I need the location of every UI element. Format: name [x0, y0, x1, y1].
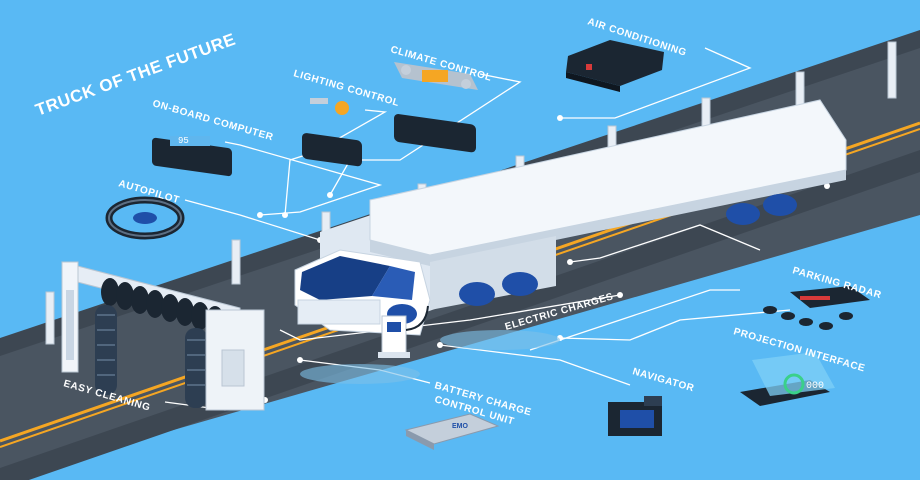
- label-on-board-computer: ON-BOARD COMPUTER: [151, 98, 275, 143]
- parking-radar-kit: [763, 286, 870, 330]
- computer-readout: 95: [178, 136, 189, 146]
- electric-truck: [294, 99, 847, 384]
- battery-brand: EMO: [452, 423, 469, 430]
- label-navigator: NAVIGATOR: [631, 366, 695, 394]
- battery-charge-control-unit: EMO: [404, 413, 500, 450]
- page-title: TRUCK OF THE FUTURE: [33, 30, 238, 120]
- climate-control-panel: [394, 62, 478, 153]
- air-conditioning-unit: [566, 40, 664, 92]
- charging-station: [378, 305, 429, 358]
- navigator-device: [608, 396, 662, 436]
- car-wash-station: [61, 261, 265, 411]
- autopilot-steering-wheel: [105, 196, 185, 240]
- projection-readout: 000: [806, 381, 824, 392]
- on-board-computer: 95: [152, 136, 232, 177]
- projection-interface: 000: [740, 352, 835, 406]
- lighting-control-panel: [302, 98, 362, 167]
